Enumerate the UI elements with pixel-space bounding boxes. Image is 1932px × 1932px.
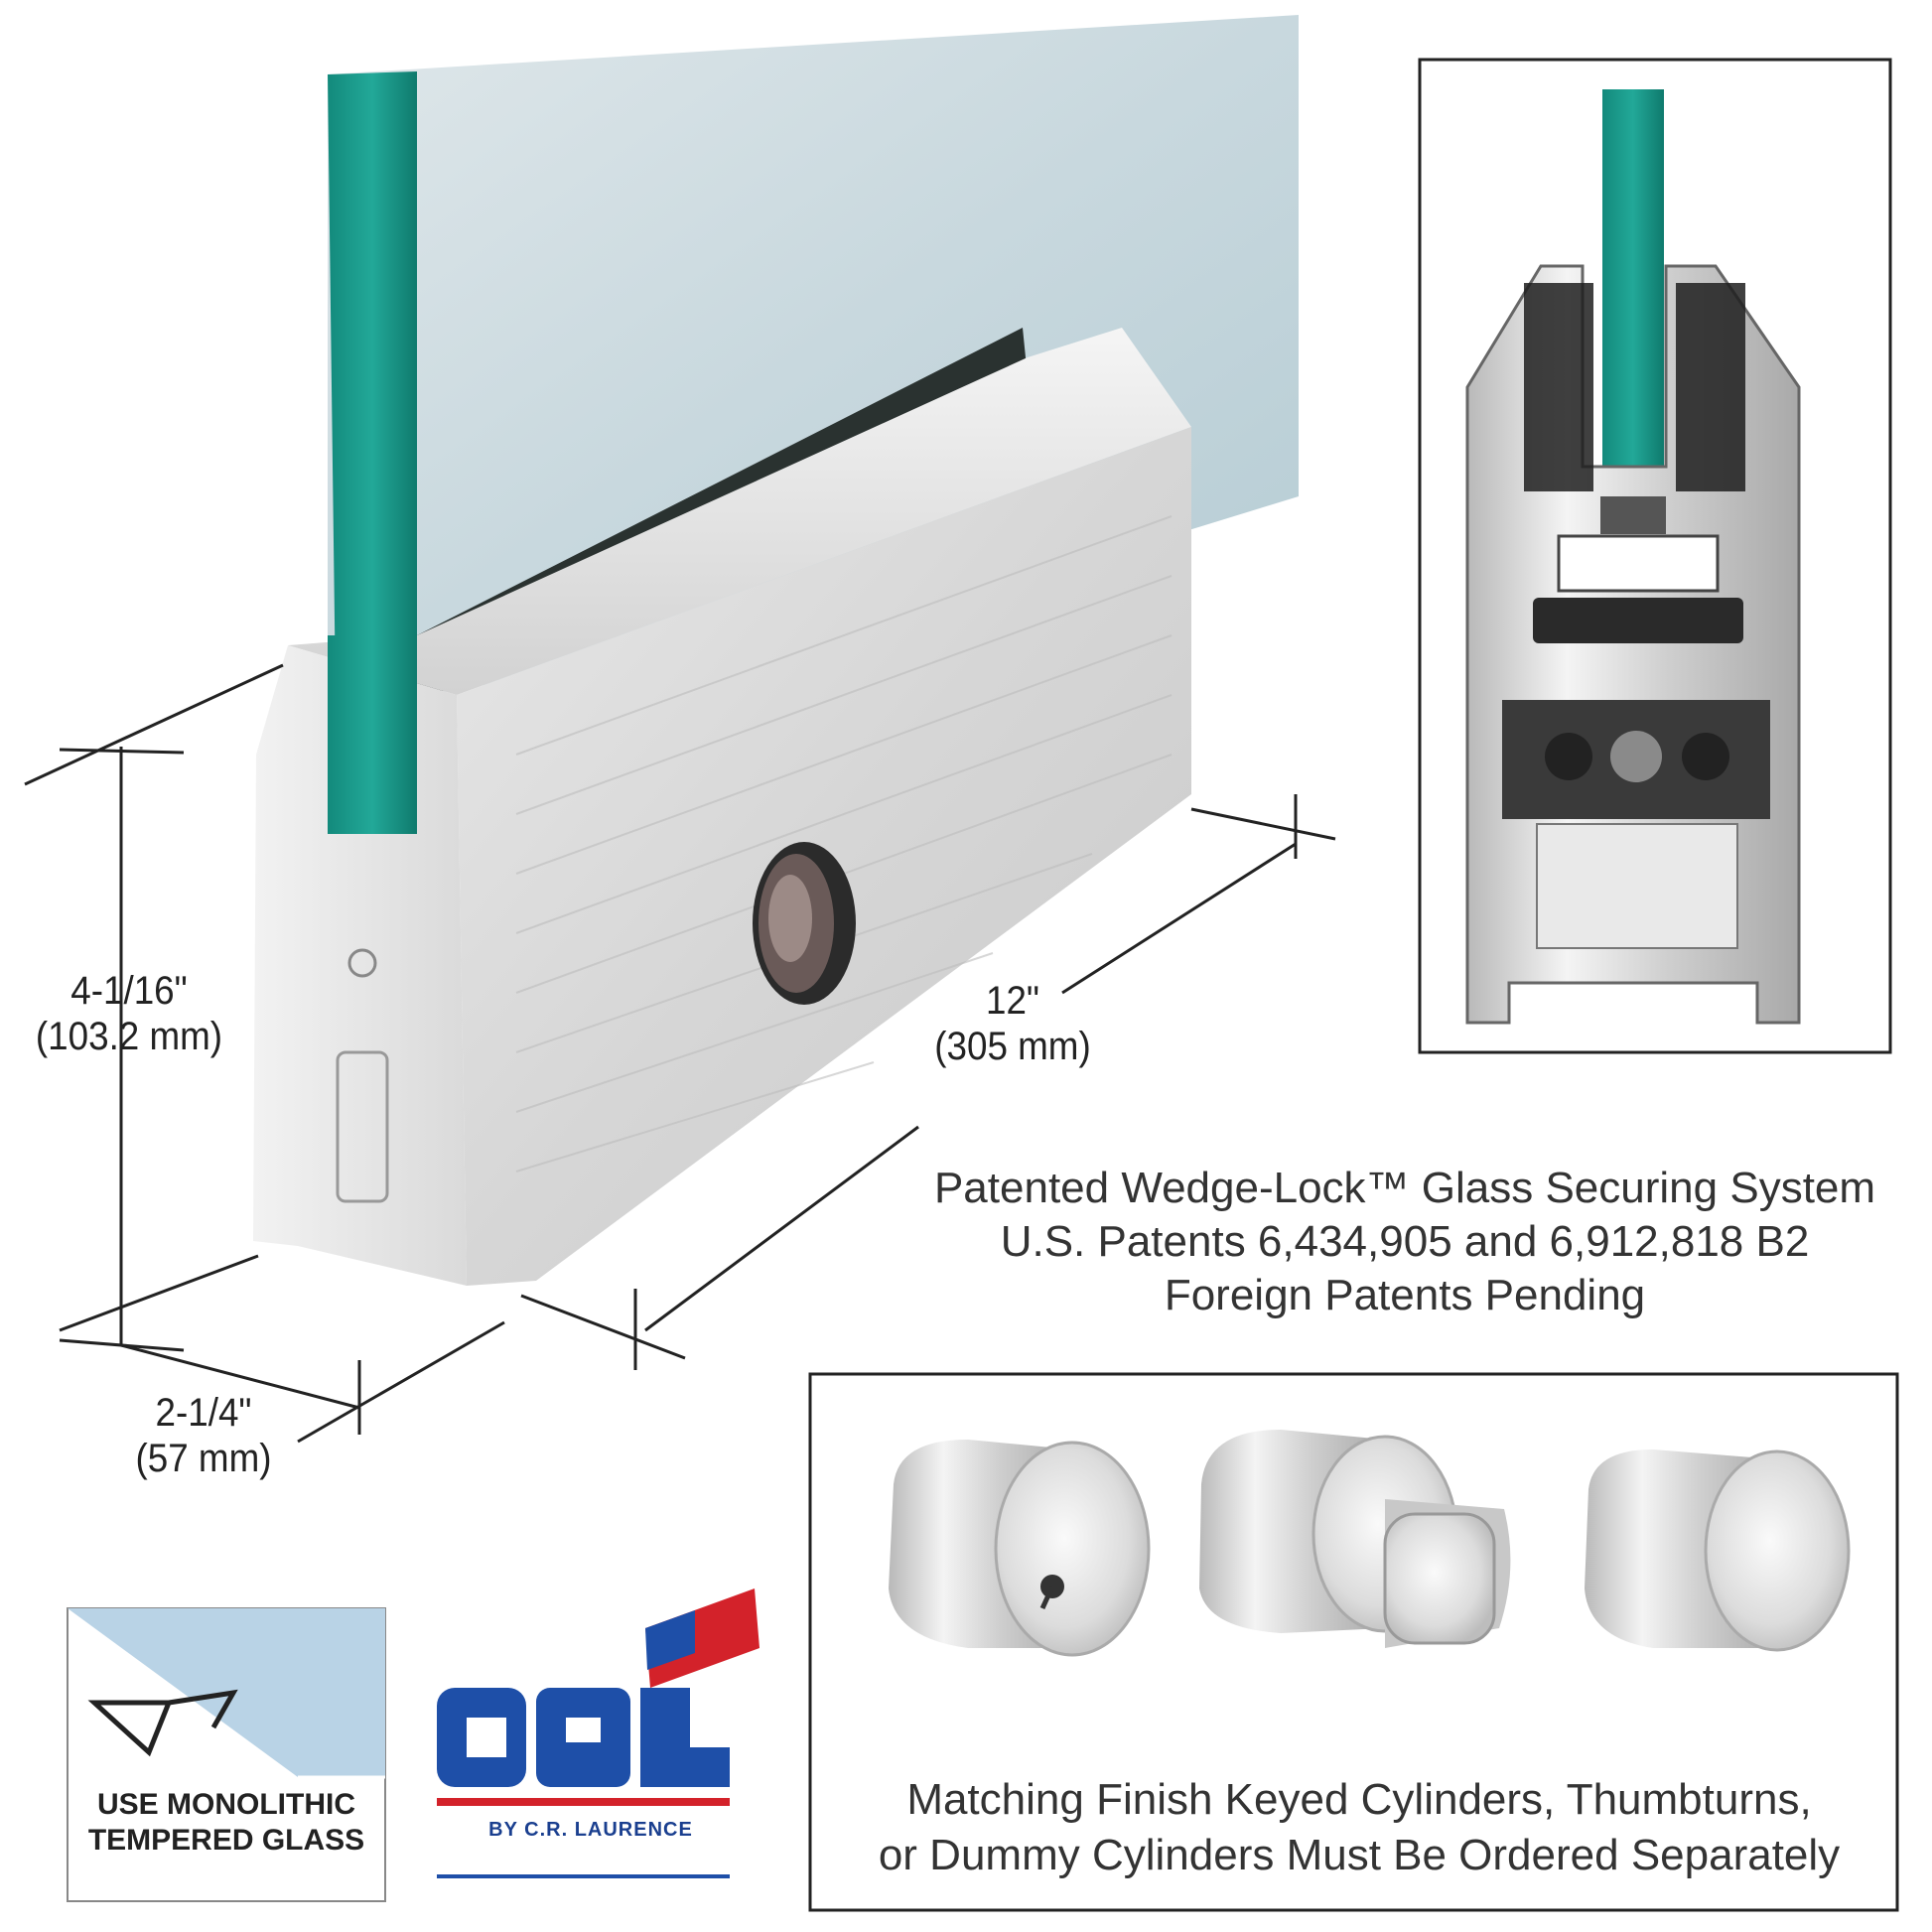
patent-line-3: Foreign Patents Pending	[1164, 1271, 1646, 1319]
cross-section-illustration	[1465, 89, 1801, 1025]
dummy-cylinder-image	[1585, 1449, 1851, 1652]
length-imperial: 12"	[985, 979, 1039, 1023]
height-imperial: 4-1/16"	[70, 969, 188, 1013]
crl-tagline: BY C.R. LAURENCE	[488, 1819, 693, 1841]
height-dimension-label: 4-1/16" (103.2 mm)	[20, 968, 239, 1059]
glass-badge-line-2: TEMPERED GLASS	[87, 1824, 365, 1857]
slot-mark	[336, 1050, 389, 1203]
glass-badge-text: USE MONOLITHIC TEMPERED GLASS	[68, 1787, 385, 1859]
dimension-lines	[24, 663, 1336, 1444]
length-dimension-label: 12" (305 mm)	[903, 978, 1123, 1069]
patent-line-2: U.S. Patents 6,434,905 and 6,912,818 B2	[1000, 1217, 1810, 1266]
glass-edge-end	[328, 635, 417, 834]
base-shoe-top	[288, 328, 1191, 695]
lock-hole	[753, 842, 856, 1005]
depth-metric: (57 mm)	[135, 1437, 272, 1480]
height-metric: (103.2 mm)	[35, 1015, 223, 1058]
crl-logo	[437, 1588, 759, 1878]
length-metric: (305 mm)	[934, 1025, 1091, 1068]
accessories-caption: Matching Finish Keyed Cylinders, Thumbtu…	[808, 1772, 1910, 1883]
accessories-caption-line-2: or Dummy Cylinders Must Be Ordered Separ…	[878, 1831, 1841, 1879]
screw-mark	[347, 948, 377, 978]
accessories-caption-line-1: Matching Finish Keyed Cylinders, Thumbtu…	[906, 1775, 1812, 1824]
depth-imperial: 2-1/4"	[155, 1391, 252, 1435]
glass-badge-line-1: USE MONOLITHIC	[97, 1788, 355, 1821]
patent-line-1: Patented Wedge-Lock™ Glass Securing Syst…	[933, 1164, 1876, 1212]
thumbturn-image	[1199, 1430, 1511, 1648]
patent-notice: Patented Wedge-Lock™ Glass Securing Syst…	[894, 1162, 1916, 1322]
keyed-cylinder-image	[889, 1440, 1151, 1657]
tempered-glass-badge	[67, 1607, 386, 1902]
depth-dimension-label: 2-1/4" (57 mm)	[98, 1390, 309, 1481]
